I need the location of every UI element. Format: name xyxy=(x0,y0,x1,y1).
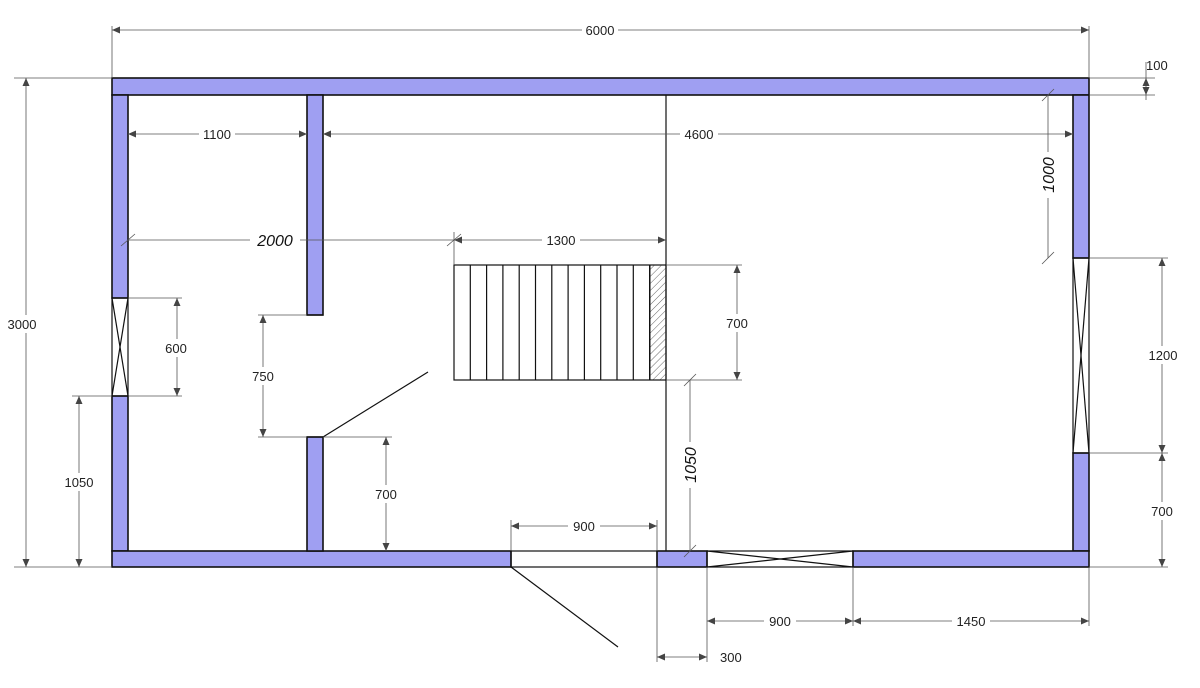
stair-treads xyxy=(469,265,651,380)
entrance-door-leaf xyxy=(510,566,619,648)
dim-left-room-width: 1100 xyxy=(203,127,231,142)
partition-door-leaf xyxy=(322,371,429,438)
bottom-wall-left xyxy=(111,550,512,568)
left-window xyxy=(111,297,129,397)
dim-bottom-window: 900 xyxy=(769,614,791,629)
dim-bottom-pier: 300 xyxy=(720,650,742,665)
bottom-wall-pier xyxy=(656,550,708,568)
right-wall-lower xyxy=(1072,452,1090,552)
entrance-door xyxy=(510,550,658,648)
dim-right-top-offset: 1000 xyxy=(1041,157,1058,193)
dim-stair-length: 1300 xyxy=(547,233,576,248)
stair-landing-hatch xyxy=(649,264,667,381)
staircase xyxy=(453,264,667,381)
dim-overall-height: 3000 xyxy=(8,317,37,332)
dim-stair-to-bottom: 1050 xyxy=(683,447,700,483)
dim-main-width: 4600 xyxy=(685,127,714,142)
dim-overall-width: 6000 xyxy=(586,23,615,38)
dim-entrance-door: 900 xyxy=(573,519,595,534)
dim-partition-bottom: 700 xyxy=(375,487,397,502)
bottom-window xyxy=(706,550,854,568)
dim-left-window: 600 xyxy=(165,341,187,356)
partition-upper xyxy=(306,94,324,316)
right-wall-upper xyxy=(1072,94,1090,259)
partition-door xyxy=(307,314,429,438)
right-window xyxy=(1072,257,1090,454)
dim-bottom-right: 1450 xyxy=(957,614,986,629)
dim-partition-door: 750 xyxy=(252,369,274,384)
dim-left-sill: 1050 xyxy=(65,475,94,490)
dim-stair-width: 700 xyxy=(726,316,748,331)
dim-top-to-stair: 2000 xyxy=(256,233,293,250)
dimension-line xyxy=(657,653,707,661)
partition-lower xyxy=(306,436,324,552)
left-wall-upper xyxy=(111,94,129,299)
bottom-wall-right xyxy=(852,550,1090,568)
dim-wall-thickness: 100 xyxy=(1146,58,1168,73)
dimensions: 6000 3000 100 1100 4600 2000 1300 xyxy=(4,22,1182,665)
dim-right-window: 1200 xyxy=(1149,348,1178,363)
openings xyxy=(111,257,1090,648)
top-wall xyxy=(111,77,1090,96)
left-wall-lower xyxy=(111,395,129,552)
dim-right-bottom: 700 xyxy=(1151,504,1173,519)
